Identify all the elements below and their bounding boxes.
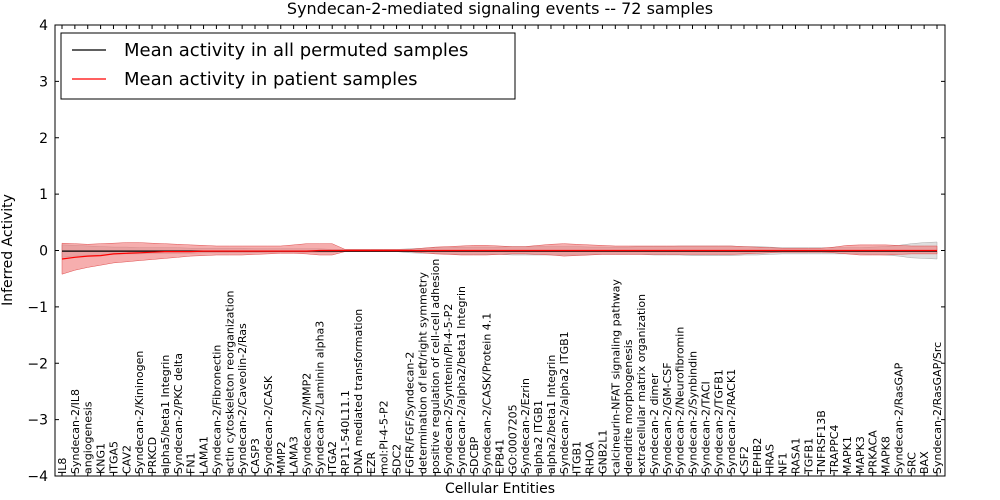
x-tick-label: SRC: [905, 452, 918, 474]
y-tick-label: −2: [27, 356, 48, 372]
plot-frame: [54, 24, 946, 477]
x-tick-label: TGFB1: [802, 438, 815, 475]
x-tick-label: actin cytoskeleton reorganization: [223, 290, 236, 474]
x-tick-label: Syndecan-2/TGFB1: [712, 369, 725, 474]
x-tick-label: Syndecan-2/RasGAP: [892, 362, 905, 474]
x-tick-label: RP11-540L11.1: [339, 390, 352, 474]
x-tick-label: Syndecan-2 dimer: [648, 373, 661, 474]
x-tick-label: PRKCD: [146, 437, 159, 474]
x-tick-label: alpha2 ITGB1: [532, 400, 545, 474]
x-tick-label: alpha2/beta1 Integrin: [545, 355, 558, 474]
x-tick-label: Syndecan-2/Synbindin: [687, 351, 700, 474]
x-tick-label: CSF2: [738, 446, 751, 474]
y-tick-label: −4: [27, 469, 48, 485]
x-tick-label: FGFR/FGF/Syndecan-2: [403, 352, 416, 474]
y-tick-label: 1: [39, 187, 48, 203]
x-tick-label: RASA1: [790, 438, 803, 474]
x-tick-label: Syndecan-2/alpha2/beta1 Integrin: [455, 286, 468, 474]
x-tick-label: HRAS: [764, 444, 777, 474]
x-tick-label: Syndecan-2/TACI: [699, 381, 712, 474]
y-axis-label: Inferred Activity: [0, 194, 16, 306]
x-tick-label: angiogenesis: [82, 401, 95, 474]
y-tick-label: 2: [39, 131, 48, 147]
x-tick-label: CASP3: [249, 438, 262, 474]
x-tick-label: determination of left/right symmetry: [416, 272, 429, 474]
x-tick-label: alpha5/beta1 Integrin: [159, 355, 172, 474]
chart-title: Syndecan-2-mediated signaling events -- …: [287, 0, 713, 18]
x-tick-label: Syndecan-2/IL8: [69, 389, 82, 474]
x-tick-label: Syndecan-2/RasGAP/Src: [931, 342, 944, 474]
y-tick-label: −1: [27, 300, 48, 316]
x-tick-label: extracellular matrix organization: [635, 294, 648, 474]
x-tick-label: EZR: [365, 452, 378, 474]
x-tick-label: Syndecan-2/GM-CSF: [661, 362, 674, 474]
x-tick-label: EPB41: [494, 439, 507, 474]
x-tick-label: Syndecan-2/PKC delta: [172, 353, 185, 474]
x-tick-label: IL8: [56, 458, 69, 474]
x-tick-label: ITGA5: [108, 441, 121, 474]
x-tick-label: positive regulation of cell-cell adhesio…: [429, 259, 442, 474]
y-axis: 4 3 2 1 0 −1 −2 −3 −4: [27, 18, 945, 485]
x-tick-label: Syndecan-2/Fibronectin: [210, 345, 223, 474]
x-tick-label: LAMA3: [288, 436, 301, 474]
x-tick-label: ITGA2: [326, 441, 339, 474]
x-tick-label: TNFRSF13B: [815, 410, 828, 475]
series-lines: [61, 249, 937, 260]
legend-label-patient: Mean activity in patient samples: [124, 69, 418, 90]
x-tick-label: dendrite morphogenesis: [622, 339, 635, 474]
x-tick-label: KNG1: [95, 443, 108, 474]
y-tick-label: 4: [39, 18, 48, 34]
x-tick-label: NF1: [777, 452, 790, 474]
x-tick-label: Syndecan-2/Syntenin/PI-4-5-P2: [442, 304, 455, 474]
x-axis-label: Cellular Entities: [445, 481, 555, 497]
legend-box: [60, 32, 516, 100]
x-tick-label: Syndecan-2/Kininogen: [133, 351, 146, 474]
x-tick-label: FN1: [185, 452, 198, 474]
x-tick-label: PRKACA: [867, 430, 880, 474]
x-tick-label: MMP2: [275, 441, 288, 474]
legend: Mean activity in all permuted samples Me…: [60, 32, 516, 100]
x-tick-label: SDC2: [391, 444, 404, 474]
x-tick-label: DNA mediated transformation: [352, 309, 365, 474]
line-patient: [61, 249, 937, 260]
x-tick-label: Syndecan-2/Caveolin-2/Ras: [236, 323, 249, 474]
x-tick-label: MAPK1: [841, 436, 854, 474]
legend-label-permuted: Mean activity in all permuted samples: [124, 40, 468, 61]
x-tick-label: BAX: [918, 451, 931, 474]
x-tick-label: Syndecan-2/RACK1: [725, 369, 738, 474]
x-tick-label: GO:0007205: [506, 404, 519, 474]
x-tick-label: MAPK8: [880, 436, 893, 474]
x-tick-label: LAMA1: [198, 436, 211, 474]
x-tick-label: EPHB2: [751, 438, 764, 474]
x-tick-label: Syndecan-2/MMP2: [301, 373, 314, 474]
x-tick-label: RHOA: [584, 442, 597, 474]
x-tick-label: TRAPPC4: [828, 425, 841, 475]
x-tick-label: Syndecan-2/Laminin alpha3: [313, 321, 326, 474]
y-tick-label: 3: [39, 74, 48, 90]
x-tick-label: Syndecan-2/Neurofibromin: [674, 327, 687, 474]
x-tick-label: SDCBP: [468, 436, 481, 474]
x-tick-label: CAV2: [120, 445, 133, 474]
x-tick-label: Syndecan-2/CASK/Protein 4.1: [481, 313, 494, 474]
x-tick-label: Syndecan-2/alpha2 ITGB1: [558, 331, 571, 474]
x-tick-label: ITGB1: [571, 441, 584, 474]
y-tick-label: −3: [27, 413, 48, 429]
x-tick-label: mol:PI-4-5-P2: [378, 400, 391, 474]
x-tick-label: calcineurin-NFAT signaling pathway: [609, 279, 622, 474]
y-tick-label: 0: [39, 244, 48, 260]
x-tick-label: Syndecan-2/CASK: [262, 375, 275, 474]
x-tick-label: GNB2L1: [596, 430, 609, 474]
x-tick-label: Syndecan-2/Ezrin: [519, 378, 532, 474]
x-tick-label: MAPK3: [854, 436, 867, 474]
